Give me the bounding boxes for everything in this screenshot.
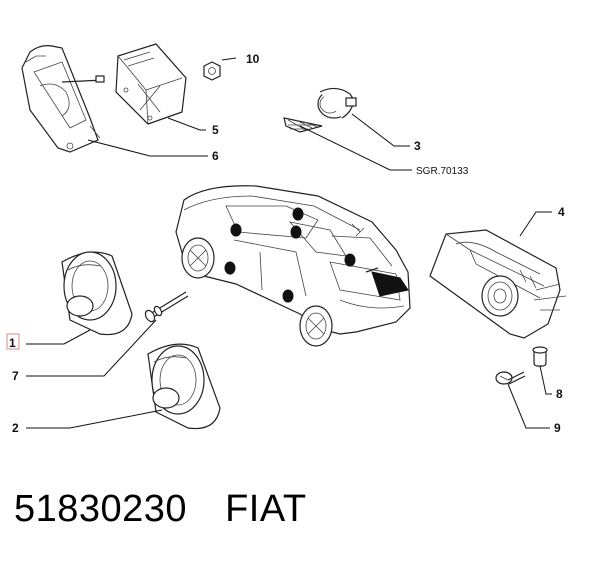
callout-sgr-ref: SGR.70133 bbox=[416, 166, 469, 177]
part-10-nut bbox=[203, 61, 221, 81]
callout-7: 7 bbox=[12, 369, 19, 383]
car-illustration bbox=[175, 185, 411, 347]
sgr-mesh-element bbox=[283, 117, 323, 133]
callout-labels: 10 5 6 3 SGR.70133 4 1 7 2 8 9 bbox=[6, 52, 565, 435]
callout-9: 9 bbox=[554, 421, 561, 435]
part-4-rear-unit bbox=[429, 229, 567, 339]
callout-1-highlight bbox=[6, 333, 20, 350]
callout-4: 4 bbox=[558, 205, 565, 219]
callout-3: 3 bbox=[414, 139, 421, 153]
part-1-speaker bbox=[61, 251, 133, 336]
callout-6: 6 bbox=[212, 149, 219, 163]
callout-5: 5 bbox=[212, 123, 219, 137]
part-9-screw bbox=[495, 371, 526, 385]
part-5-module bbox=[115, 43, 187, 125]
callout-1: 1 bbox=[9, 336, 16, 350]
callout-10: 10 bbox=[246, 52, 260, 66]
leader-lines bbox=[26, 57, 552, 429]
brand-name: FIAT bbox=[225, 488, 307, 530]
callout-8: 8 bbox=[556, 387, 563, 401]
part-7-rivet bbox=[144, 291, 189, 323]
part-3-tweeter bbox=[317, 87, 357, 119]
part-number: 51830230 bbox=[14, 488, 188, 530]
part-6-control-unit bbox=[21, 45, 105, 153]
part-2-speaker bbox=[147, 343, 221, 430]
callout-2: 2 bbox=[12, 421, 19, 435]
parts-diagram: 10 5 6 3 SGR.70133 4 1 7 2 8 9 bbox=[6, 43, 567, 435]
part-8-clip bbox=[532, 346, 548, 367]
part-caption: 51830230 FIAT bbox=[14, 488, 307, 531]
